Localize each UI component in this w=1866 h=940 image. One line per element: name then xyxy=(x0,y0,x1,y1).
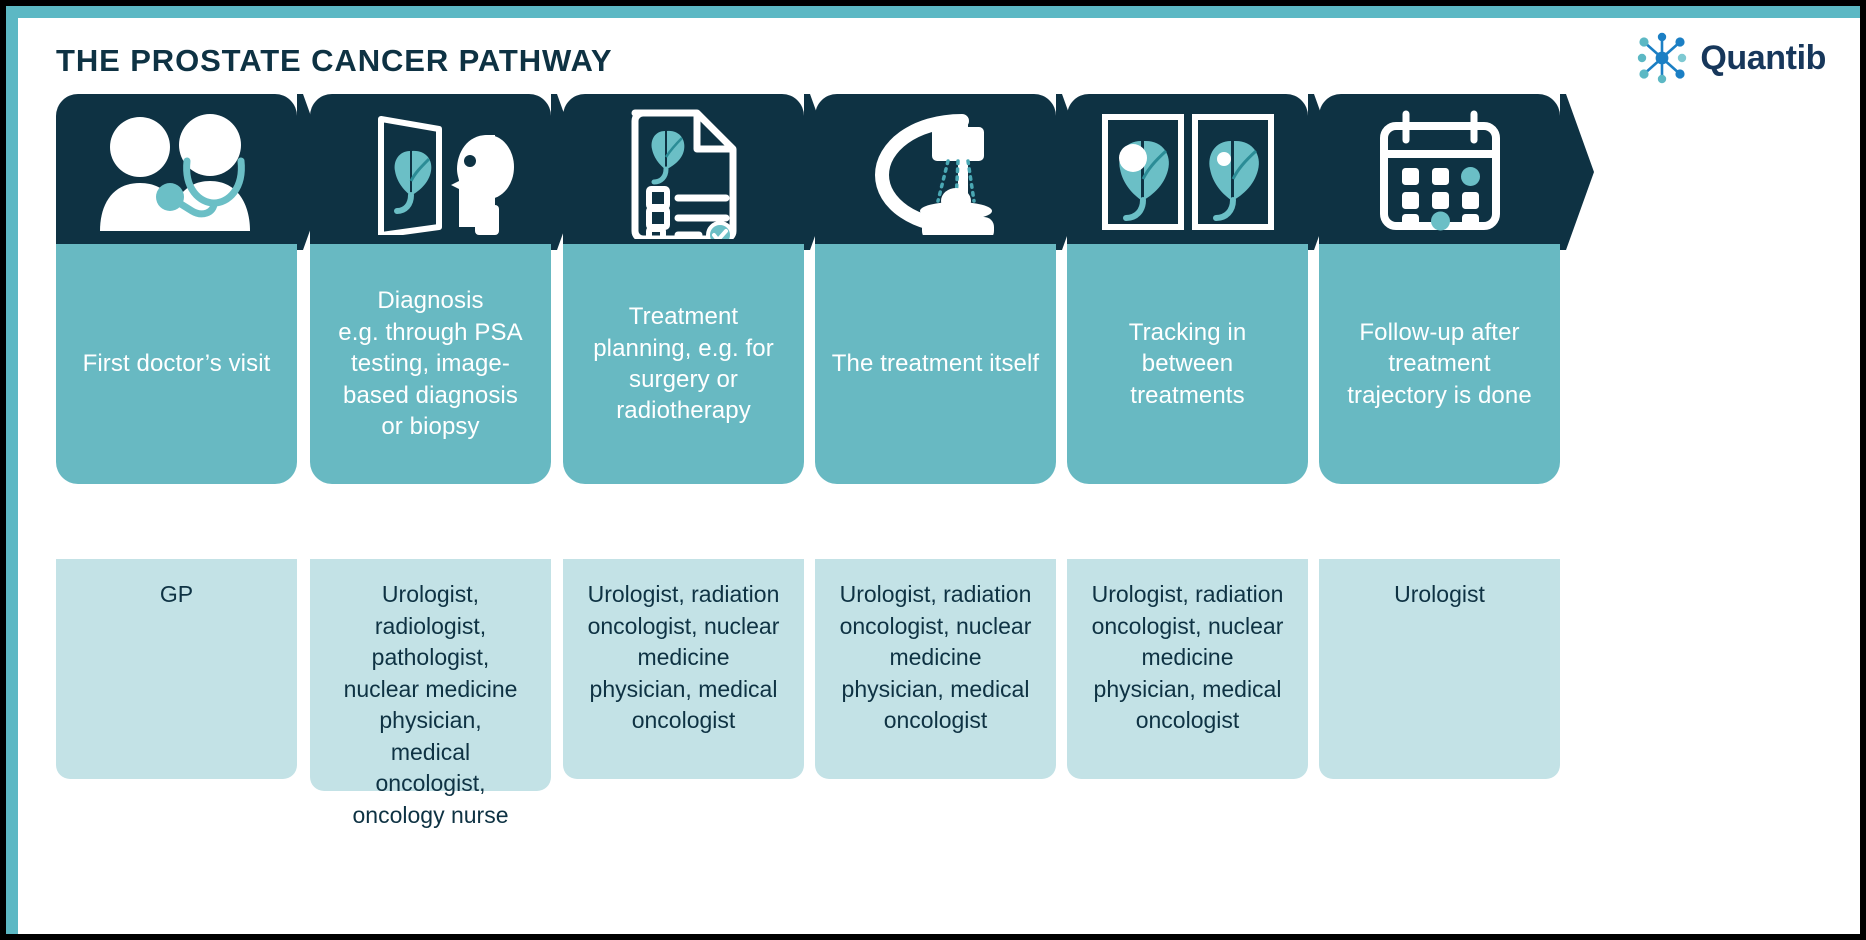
card-stage-text: Treatment planning, e.g. for surgery or … xyxy=(593,303,774,425)
pathway-cards-row: First doctor’s visit GP xyxy=(42,94,1836,828)
card-header xyxy=(56,94,331,250)
card-specialists-text: GP xyxy=(159,581,194,607)
pathway-card-first-doctors-visit[interactable]: First doctor’s visit GP xyxy=(56,94,331,779)
card-header xyxy=(1067,94,1342,250)
brand-name: Quantib xyxy=(1700,38,1826,77)
brand-logo: Quantib xyxy=(1634,30,1826,86)
teal-border-frame: THE PROSTATE CANCER PATHWAY Quantib xyxy=(6,6,1860,934)
card-stage-band: The treatment itself xyxy=(815,244,1056,484)
card-stage-text: Diagnosis e.g. through PSA testing, imag… xyxy=(338,287,523,441)
card-specialists-text: Urologist xyxy=(1394,581,1485,607)
pathway-card-diagnosis[interactable]: Diagnosis e.g. through PSA testing, imag… xyxy=(310,94,585,828)
card-header xyxy=(563,94,838,250)
card-specialists-text: Urologist, radiologist, pathologist, nuc… xyxy=(343,581,518,828)
card-specialists-panel: Urologist, radiologist, pathologist, nuc… xyxy=(310,559,551,828)
pathway-card-follow-up[interactable]: Follow-up after treatment trajectory is … xyxy=(1319,94,1594,779)
calendar-icon xyxy=(1319,94,1560,250)
card-specialists-panel: Urologist, radiation oncologist, nuclear… xyxy=(1067,559,1308,779)
card-stage-band: Tracking in between treatments xyxy=(1067,244,1308,484)
chevron-right-icon xyxy=(1560,94,1594,250)
infographic-canvas: THE PROSTATE CANCER PATHWAY Quantib xyxy=(18,18,1860,934)
card-stage-band: Treatment planning, e.g. for surgery or … xyxy=(563,244,804,484)
radiotherapy-machine-icon xyxy=(815,94,1056,250)
card-specialists-text: Urologist, radiation oncologist, nuclear… xyxy=(839,581,1032,733)
pathway-card-tracking[interactable]: Tracking in between treatments Urologist… xyxy=(1067,94,1342,779)
pathway-card-the-treatment[interactable]: The treatment itself Urologist, radiatio… xyxy=(815,94,1090,779)
card-stage-band: Follow-up after treatment trajectory is … xyxy=(1319,244,1560,484)
card-stage-text: The treatment itself xyxy=(831,350,1040,378)
two-prostate-scans-comparison-icon xyxy=(1067,94,1308,250)
card-stage-text: Follow-up after treatment trajectory is … xyxy=(1347,318,1532,409)
treatment-plan-document-icon xyxy=(563,94,804,250)
card-header xyxy=(310,94,585,250)
card-stage-band: Diagnosis e.g. through PSA testing, imag… xyxy=(310,244,551,484)
card-specialists-text: Urologist, radiation oncologist, nuclear… xyxy=(587,581,780,733)
card-specialists-text: Urologist, radiation oncologist, nuclear… xyxy=(1091,581,1284,733)
page-title: THE PROSTATE CANCER PATHWAY xyxy=(56,43,613,78)
card-stage-text: First doctor’s visit xyxy=(82,350,271,378)
card-specialists-panel: Urologist xyxy=(1319,559,1560,779)
card-stage-band: First doctor’s visit xyxy=(56,244,297,484)
card-stage-text: Tracking in between treatments xyxy=(1128,318,1247,409)
prostate-scan-viewing-icon xyxy=(310,94,551,250)
card-specialists-panel: Urologist, radiation oncologist, nuclear… xyxy=(563,559,804,779)
card-header xyxy=(815,94,1090,250)
doctor-patient-stethoscope-icon xyxy=(56,94,297,250)
card-specialists-panel: GP xyxy=(56,559,297,779)
molecular-network-icon xyxy=(1638,32,1687,84)
card-specialists-panel: Urologist, radiation oncologist, nuclear… xyxy=(815,559,1056,779)
pathway-card-treatment-planning[interactable]: Treatment planning, e.g. for surgery or … xyxy=(563,94,838,779)
card-header xyxy=(1319,94,1594,250)
